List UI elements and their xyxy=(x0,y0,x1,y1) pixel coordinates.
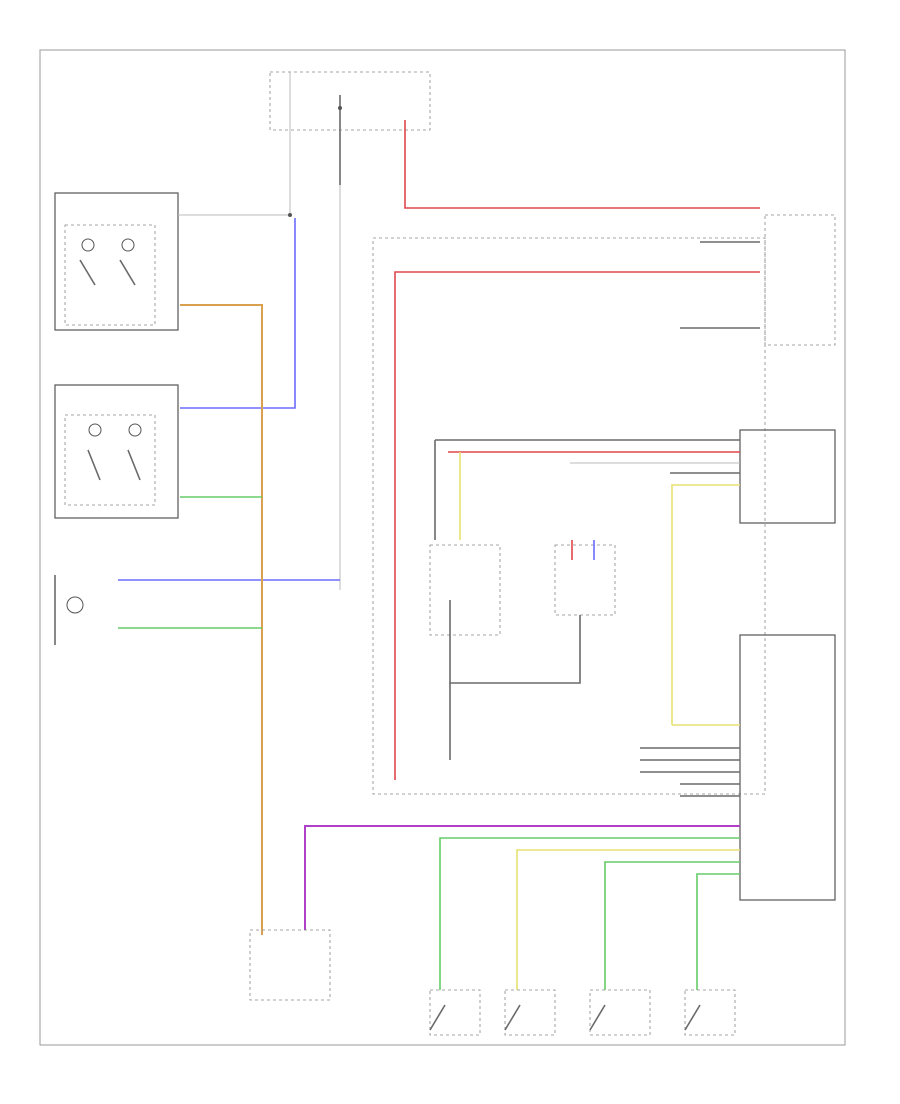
switch-box-lower xyxy=(54,384,179,519)
lamp-icon xyxy=(128,423,142,437)
lamp-icon xyxy=(81,238,95,252)
fuse-box xyxy=(269,71,431,131)
switch-box-lower-inner xyxy=(64,414,156,506)
switch-icon xyxy=(429,1004,446,1031)
control-area xyxy=(372,237,766,795)
switch-icon xyxy=(87,449,101,481)
lamp-icon xyxy=(66,596,84,614)
switch-box-upper-inner xyxy=(64,224,156,326)
wire-yellow-e xyxy=(671,484,740,725)
switch-bottom-left xyxy=(249,929,331,1001)
switch-icon xyxy=(684,1004,701,1031)
wire-green-door1 xyxy=(439,837,740,990)
switch-box-upper xyxy=(54,192,179,331)
switch-icon xyxy=(589,1004,606,1031)
wire-green-door3 xyxy=(604,861,740,990)
switch-icon xyxy=(119,259,136,286)
fuse-junction xyxy=(338,106,342,110)
wire-gray-bottom-loop xyxy=(449,600,581,684)
wire-yellow-door2 xyxy=(516,849,740,990)
wire-purple xyxy=(304,825,740,930)
diagram-frame xyxy=(39,49,846,1046)
switch-mid-right xyxy=(554,544,616,616)
switch-icon xyxy=(127,449,141,481)
door-switch-3 xyxy=(589,989,651,1036)
control-unit-lower xyxy=(739,634,836,901)
lamp-icon xyxy=(121,238,135,252)
door-switch-2 xyxy=(504,989,556,1036)
switch-icon xyxy=(79,259,96,286)
wire-blue-upper xyxy=(180,218,296,409)
wire-red-mid xyxy=(394,271,760,780)
door-switch-4 xyxy=(684,989,736,1036)
lamp-icon xyxy=(88,423,102,437)
switch-mid-left xyxy=(429,544,501,636)
connector-box-upper xyxy=(764,214,836,346)
wire-red-top xyxy=(404,120,760,209)
door-switch-1 xyxy=(429,989,481,1036)
junction-dot xyxy=(288,213,292,217)
switch-icon xyxy=(504,1004,521,1031)
control-unit-upper xyxy=(739,429,836,524)
wire-green-door4 xyxy=(696,873,740,990)
wire-orange xyxy=(180,304,263,935)
